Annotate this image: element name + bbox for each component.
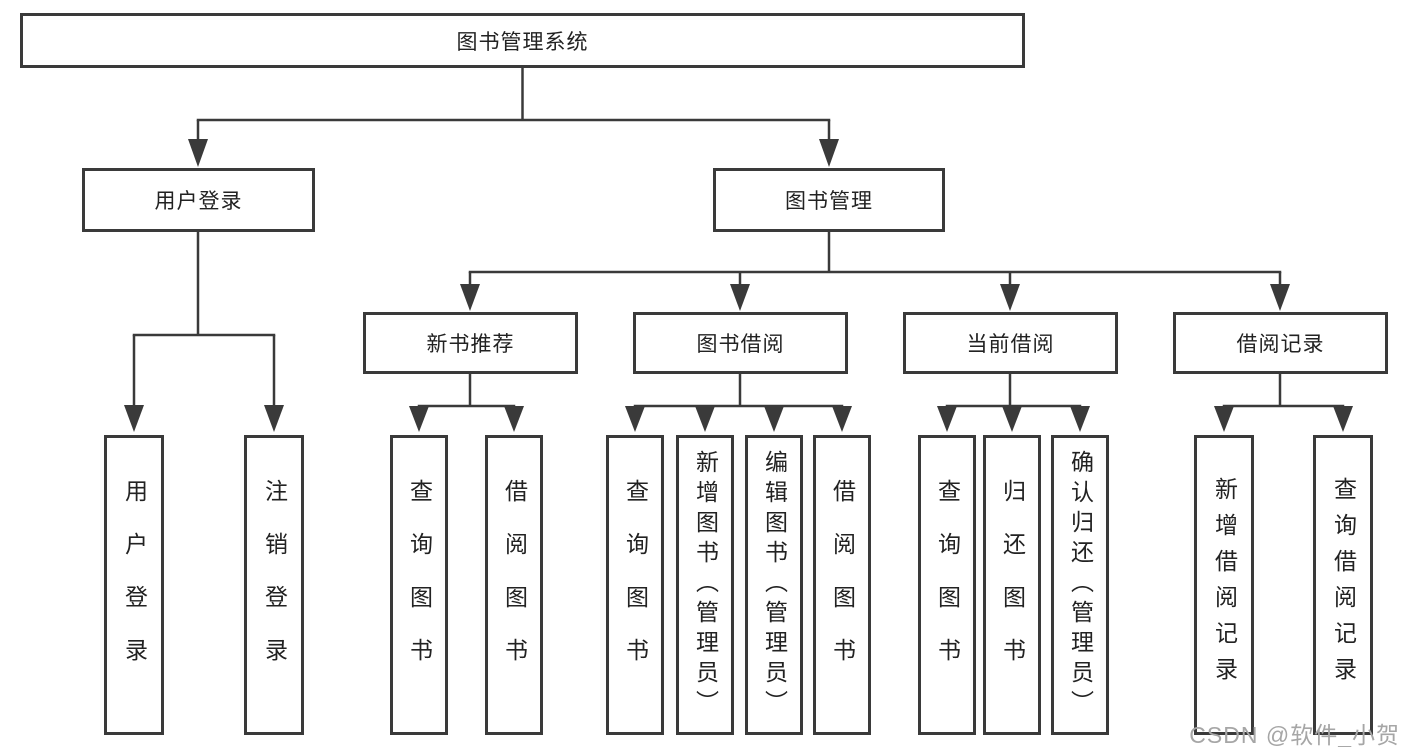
leaf-label: 新增借阅记录 — [1211, 477, 1238, 693]
leaf-borrow-books-recommend: 借阅图书 — [485, 435, 543, 735]
node-user-login: 用户登录 — [82, 168, 315, 232]
leaf-label: 编辑图书（管理员） — [761, 450, 788, 720]
leaf-query-books-borrow: 查询图书 — [606, 435, 664, 735]
leaf-label: 借阅图书 — [501, 479, 528, 691]
node-new-book-recommend: 新书推荐 — [363, 312, 578, 374]
leaf-logout: 注销登录 — [244, 435, 304, 735]
node-root-library-system: 图书管理系统 — [20, 13, 1025, 68]
leaf-label: 注销登录 — [261, 479, 288, 691]
leaf-add-borrow-record: 新增借阅记录 — [1194, 435, 1254, 735]
node-book-borrow: 图书借阅 — [633, 312, 848, 374]
csdn-watermark: CSDN @软件_小贺同学 — [1189, 722, 1400, 747]
leaf-label: 查询图书 — [406, 479, 433, 691]
leaf-add-books-admin: 新增图书（管理员） — [676, 435, 734, 735]
arrowheads — [124, 139, 1353, 432]
leaf-label: 查询图书 — [934, 479, 961, 691]
node-borrow-records: 借阅记录 — [1173, 312, 1388, 374]
leaf-borrow-books: 借阅图书 — [813, 435, 871, 735]
leaf-query-borrow-record: 查询借阅记录 — [1313, 435, 1373, 735]
leaf-return-books: 归还图书 — [983, 435, 1041, 735]
leaf-label: 借阅图书 — [829, 479, 856, 691]
leaf-label: 归还图书 — [999, 479, 1026, 691]
leaf-confirm-return-admin: 确认归还（管理员） — [1051, 435, 1109, 735]
leaf-edit-books-admin: 编辑图书（管理员） — [745, 435, 803, 735]
leaf-user-login: 用户登录 — [104, 435, 164, 735]
leaf-label: 用户登录 — [121, 479, 148, 691]
leaf-label: 查询图书 — [622, 479, 649, 691]
leaf-label: 新增图书（管理员） — [692, 450, 719, 720]
leaf-query-books-recommend: 查询图书 — [390, 435, 448, 735]
leaf-label: 确认归还（管理员） — [1067, 450, 1094, 720]
leaf-label: 查询借阅记录 — [1330, 477, 1357, 693]
node-current-borrow: 当前借阅 — [903, 312, 1118, 374]
node-book-management: 图书管理 — [713, 168, 945, 232]
leaf-query-books-current: 查询图书 — [918, 435, 976, 735]
